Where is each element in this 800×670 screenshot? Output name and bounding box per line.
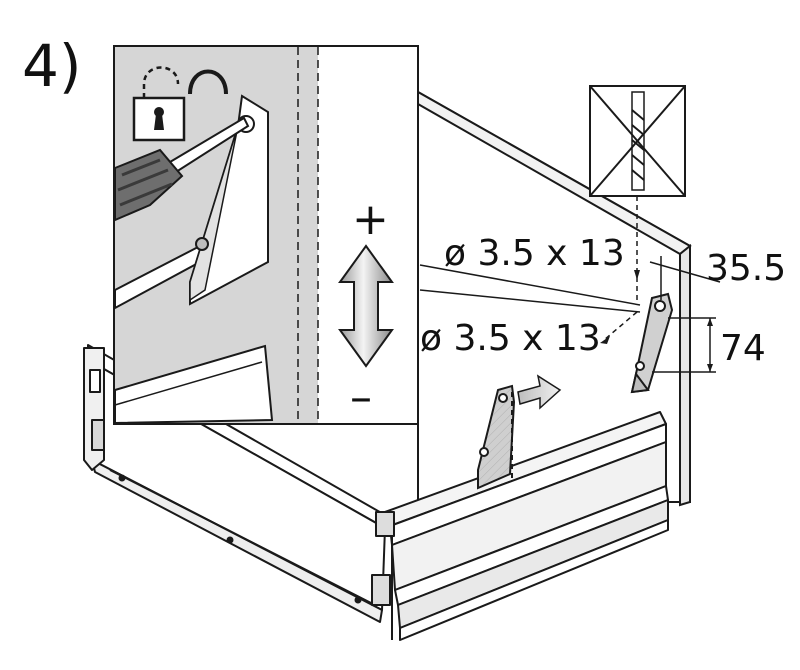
- step-number: 4): [22, 32, 82, 100]
- adjust-plus-sign: +: [352, 194, 389, 245]
- dimension-lines: [419, 196, 721, 373]
- rear-bracket-left: [477, 384, 516, 490]
- rear-bracket-right: [630, 292, 674, 394]
- detail-zoom-panel: [113, 45, 419, 425]
- crossed-out-drill-bit-icon: [589, 85, 686, 197]
- upper-screw-label: ø 3.5 x 13: [444, 233, 625, 274]
- vertical-spacing-label: 74: [720, 328, 766, 369]
- screwdriver-icon: [114, 116, 250, 222]
- double-arrow-adjust-icon: [338, 244, 394, 368]
- push-arrow-icon: [517, 374, 562, 410]
- horizontal-offset-label: 35.5: [706, 248, 786, 289]
- padlock-open-icon: [132, 66, 228, 142]
- adjust-minus-sign: –: [350, 372, 372, 423]
- lower-screw-label: ø 3.5 x 13: [420, 318, 601, 359]
- cabinet-side-panel: [417, 90, 692, 507]
